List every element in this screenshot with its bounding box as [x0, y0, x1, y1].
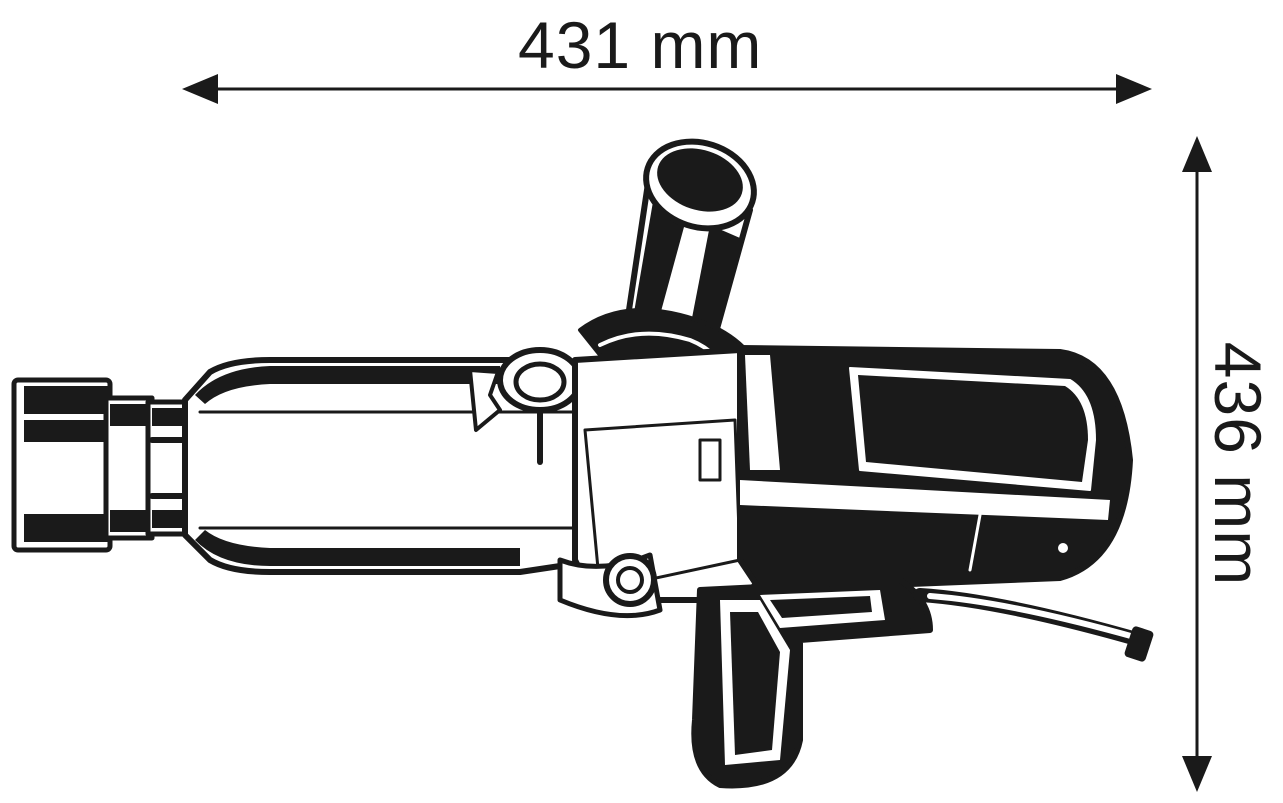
- arrowhead-bottom-icon: [1182, 756, 1212, 792]
- impact-wrench-icon: [11, 138, 1154, 789]
- arrowhead-top-icon: [1182, 136, 1212, 172]
- arrowhead-left-icon: [182, 74, 218, 104]
- width-dimension-label: 431 mm: [518, 8, 763, 82]
- height-dimension-line: [1182, 136, 1212, 792]
- height-dimension-label: 436 mm: [1201, 341, 1275, 587]
- socket-icon: [11, 377, 191, 553]
- main-grip-icon: [691, 577, 933, 789]
- power-cable: [913, 588, 1147, 647]
- arrowhead-right-icon: [1116, 74, 1152, 104]
- width-dimension-line: [182, 74, 1152, 104]
